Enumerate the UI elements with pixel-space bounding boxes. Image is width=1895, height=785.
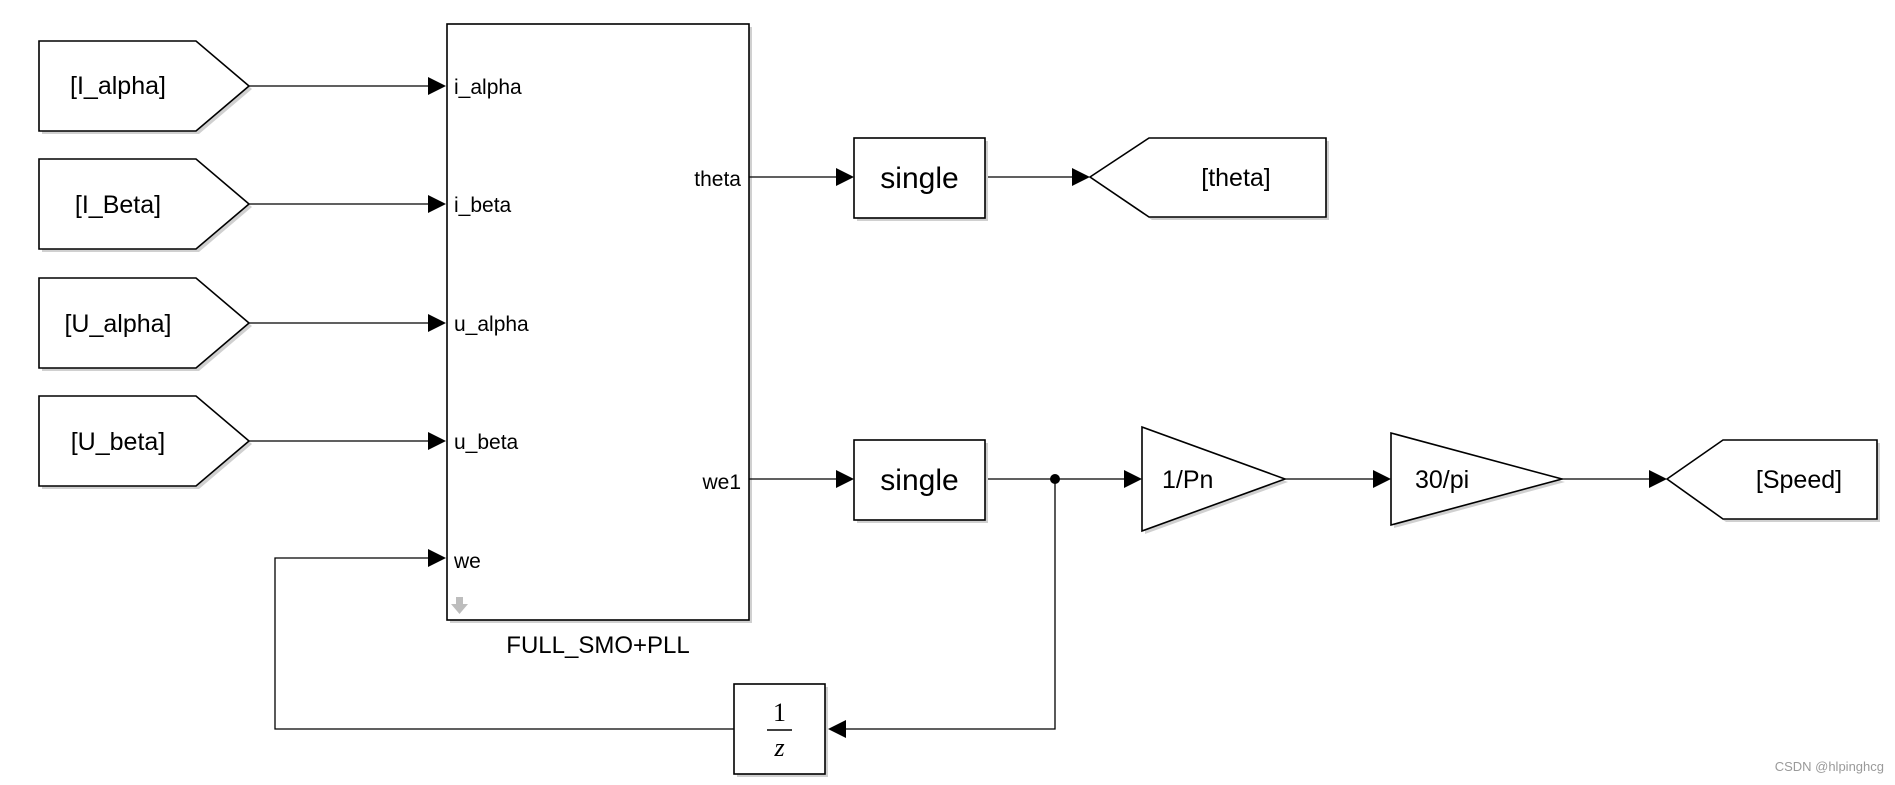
theta-wires — [749, 168, 1090, 186]
port-u-beta: u_beta — [454, 431, 519, 454]
port-we1: we1 — [701, 471, 741, 494]
watermark: CSDN @hlpinghcg — [1775, 759, 1884, 774]
port-u-alpha: u_alpha — [454, 313, 529, 336]
goto-block-speed-label: [Speed] — [1756, 466, 1842, 494]
convert-block-we1-label: single — [880, 464, 958, 497]
convert-block-we1[interactable]: single — [853, 439, 988, 523]
port-i-beta: i_beta — [454, 194, 512, 217]
subsystem-full-smo-pll[interactable]: i_alpha i_beta u_alpha u_beta we theta w… — [446, 23, 752, 623]
down-arrow-icon — [451, 597, 468, 614]
from-block-u-beta-label: [U_beta] — [71, 428, 166, 456]
port-i-alpha: i_alpha — [454, 76, 522, 99]
from-block-i-alpha-label: [I_alpha] — [70, 72, 166, 100]
from-block-i-beta-label: [I_Beta] — [75, 191, 161, 219]
from-block-u-beta[interactable]: [U_beta] — [38, 395, 252, 489]
from-block-i-alpha[interactable]: [I_alpha] — [38, 40, 252, 134]
unit-delay-block[interactable]: 1 z — [733, 683, 828, 777]
unit-delay-denominator: z — [773, 733, 784, 762]
gain-block-pn[interactable]: 1/Pn — [1141, 425, 1288, 534]
from-block-u-alpha[interactable]: [U_alpha] — [38, 277, 252, 371]
port-we: we — [453, 550, 481, 573]
unit-delay-numerator: 1 — [773, 698, 786, 727]
from-block-i-beta[interactable]: [I_Beta] — [38, 158, 252, 252]
from-block-u-alpha-label: [U_alpha] — [64, 310, 171, 338]
gain-block-30-pi-label: 30/pi — [1415, 466, 1469, 494]
subsystem-name: FULL_SMO+PLL — [506, 632, 689, 659]
input-wires — [249, 77, 446, 450]
goto-block-speed[interactable]: [Speed] — [1665, 439, 1880, 522]
speed-wires — [274, 470, 1667, 738]
goto-block-theta-label: [theta] — [1201, 164, 1271, 192]
gain-block-pn-label: 1/Pn — [1162, 466, 1213, 494]
goto-block-theta[interactable]: [theta] — [1088, 137, 1329, 220]
convert-block-theta-label: single — [880, 162, 958, 195]
gain-block-30-pi[interactable]: 30/pi — [1390, 431, 1566, 528]
port-theta: theta — [694, 168, 741, 191]
convert-block-theta[interactable]: single — [853, 137, 988, 221]
